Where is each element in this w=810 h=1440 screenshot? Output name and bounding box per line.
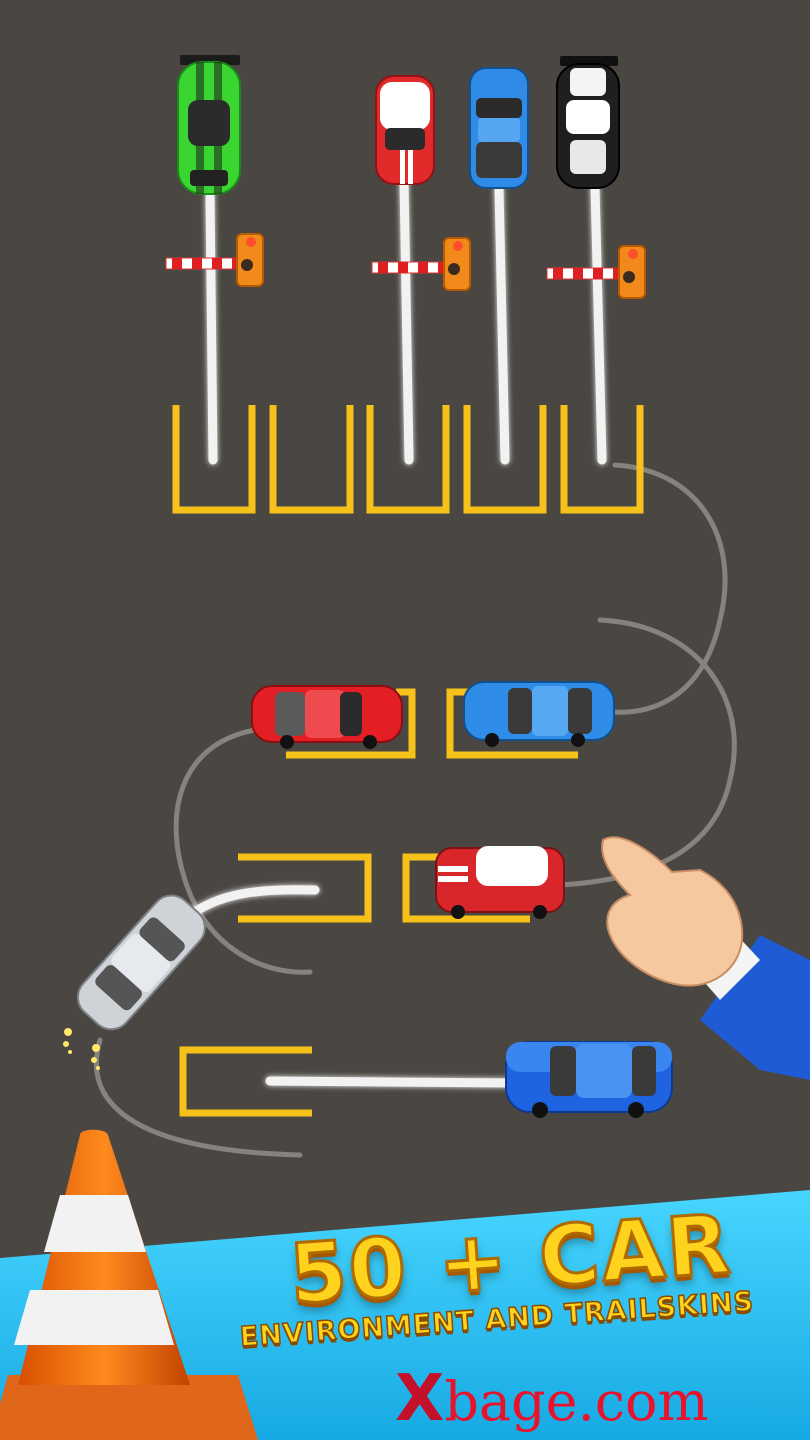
- parking-bay[interactable]: [402, 853, 530, 923]
- trail-path: [609, 462, 728, 715]
- blue-sedan[interactable]: [469, 67, 529, 189]
- path-line: [399, 177, 414, 465]
- exhaust-sparks: [63, 1028, 100, 1070]
- red-mini[interactable]: [435, 846, 565, 919]
- blue-coupe[interactable]: [463, 681, 615, 747]
- green-sports-car[interactable]: [177, 55, 241, 195]
- path-line: [265, 1076, 520, 1088]
- parking-bay[interactable]: [560, 405, 644, 514]
- parking-bays-top: [172, 405, 644, 514]
- parking-bay[interactable]: [366, 405, 450, 514]
- red-hatchback[interactable]: [375, 75, 435, 185]
- red-sedan[interactable]: [251, 685, 403, 749]
- parking-bays-middle: [179, 688, 578, 1117]
- path-line: [590, 183, 607, 465]
- parking-bay[interactable]: [463, 405, 547, 514]
- barrier-gate[interactable]: [371, 237, 471, 291]
- trail-path: [173, 727, 313, 975]
- blue-hatchback[interactable]: [505, 1041, 673, 1118]
- traffic-cone-icon: [0, 1129, 258, 1440]
- path-line: [494, 183, 510, 465]
- barrier-gate[interactable]: [546, 245, 646, 299]
- parking-bay[interactable]: [179, 1046, 312, 1117]
- parking-bay[interactable]: [286, 688, 416, 759]
- barrier-gate-icon[interactable]: [165, 233, 646, 299]
- path-line: [205, 190, 218, 465]
- parking-bay[interactable]: [172, 405, 256, 514]
- black-sports-car[interactable]: [556, 56, 620, 189]
- barrier-gate[interactable]: [165, 233, 264, 287]
- silver-car[interactable]: [70, 887, 213, 1037]
- parking-bay[interactable]: [238, 853, 372, 923]
- parking-bay[interactable]: [269, 405, 354, 514]
- pointing-hand-icon: [601, 836, 810, 1080]
- parking-bay[interactable]: [446, 688, 578, 759]
